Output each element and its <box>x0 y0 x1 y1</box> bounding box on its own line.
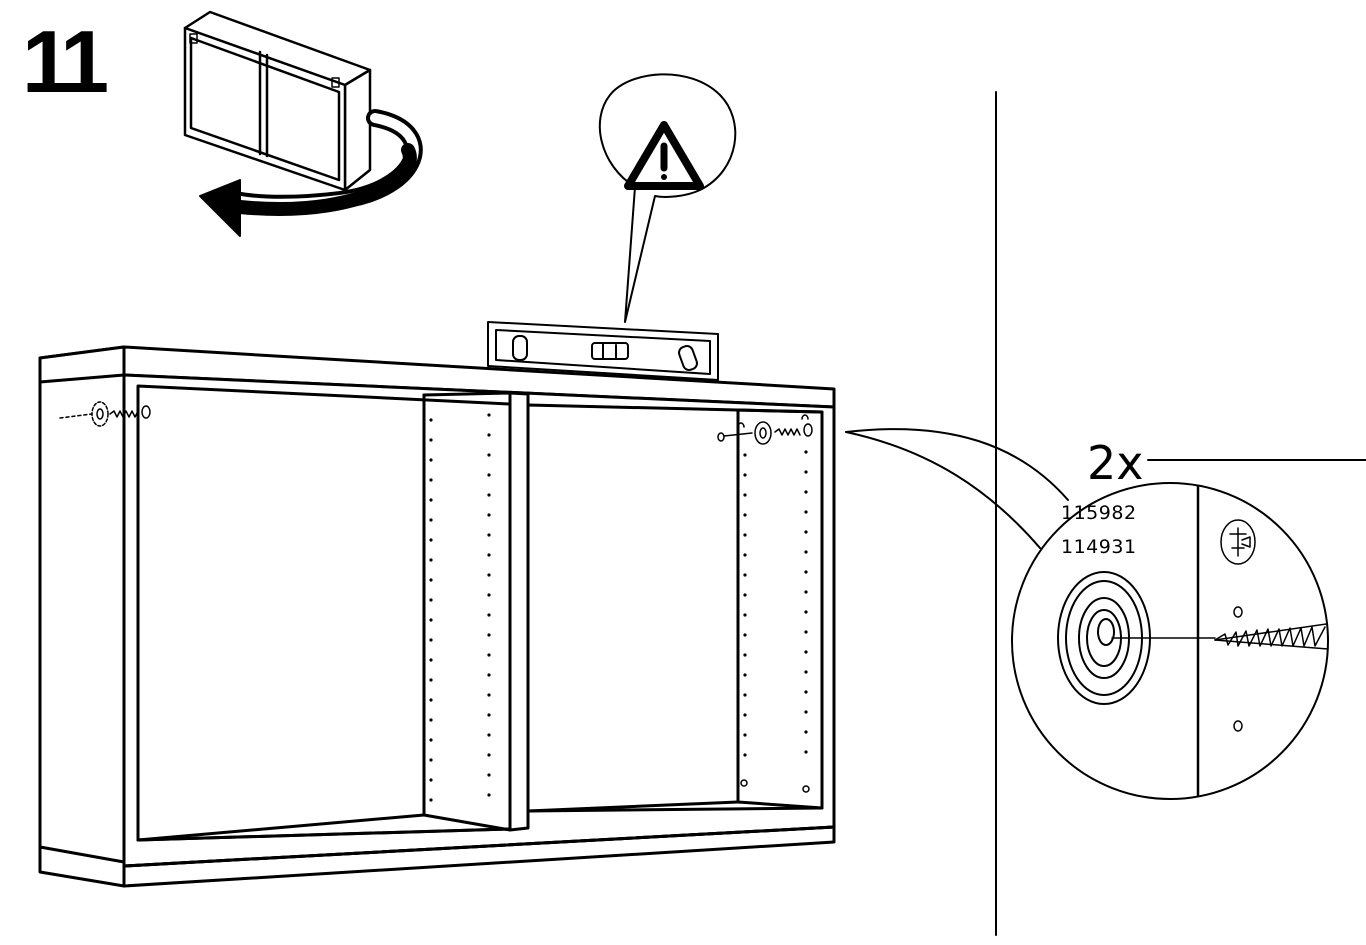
shelf-pin-hole <box>743 453 747 457</box>
shelf-pin-hole <box>429 458 433 462</box>
shelf-pin-hole <box>804 670 808 674</box>
shelf-pin-hole <box>429 578 433 582</box>
shelf-pin-hole <box>429 478 433 482</box>
shelf-pin-hole <box>487 453 491 457</box>
shelf-pin-hole <box>743 713 747 717</box>
shelf-pin-hole <box>487 473 491 477</box>
shelf-pin-hole <box>487 693 491 697</box>
shelf-pin-hole <box>429 538 433 542</box>
shelf-pin-hole <box>487 613 491 617</box>
shelf-pin-hole <box>487 533 491 537</box>
shelf-pin-hole <box>743 613 747 617</box>
shelf-pin-hole <box>487 773 491 777</box>
shelf-pin-hole <box>743 553 747 557</box>
screw-icon <box>1111 621 1328 651</box>
shelf-pin-hole <box>487 573 491 577</box>
left-wall-plug-detail <box>59 401 151 427</box>
hardware-quantity: 2x <box>1087 436 1144 490</box>
part-number-2: 114931 <box>1061 536 1137 558</box>
shelf-pin-hole <box>804 570 808 574</box>
shelf-pin-hole <box>429 798 433 802</box>
shelf-pin-hole <box>804 490 808 494</box>
shelf-pin-hole <box>804 710 808 714</box>
shelf-pin-hole <box>429 598 433 602</box>
shelf-pin-hole <box>487 513 491 517</box>
shelf-pin-hole <box>487 713 491 717</box>
shelf-pin-hole <box>743 573 747 577</box>
shelf-pin-hole <box>804 630 808 634</box>
shelf-pin-hole <box>804 470 808 474</box>
cabinet-thumbnail <box>183 10 372 192</box>
shelf-pin-hole <box>429 678 433 682</box>
shelf-pin-hole <box>429 698 433 702</box>
shelf-pin-hole <box>429 658 433 662</box>
shelf-pin-hole <box>804 590 808 594</box>
warning-triangle-icon <box>624 121 704 190</box>
shelf-pin-hole <box>429 718 433 722</box>
zoom-detail-circle <box>1011 459 1366 800</box>
shelf-pin-hole <box>743 513 747 517</box>
shelf-pin-hole <box>743 633 747 637</box>
spirit-level-icon <box>487 321 719 381</box>
shelf-pin-hole <box>804 510 808 514</box>
shelf-frame <box>38 345 836 888</box>
shelf-pin-hole <box>487 413 491 417</box>
shelf-pin-hole <box>743 533 747 537</box>
shelf-pin-hole <box>487 553 491 557</box>
shelf-pin-hole <box>429 618 433 622</box>
shelf-pin-hole <box>804 650 808 654</box>
shelf-pin-hole <box>804 530 808 534</box>
shelf-pin-hole <box>743 473 747 477</box>
shelf-pin-hole <box>429 638 433 642</box>
shelf-pin-hole <box>743 733 747 737</box>
shelf-pin-hole <box>487 433 491 437</box>
shelf-pin-hole <box>743 593 747 597</box>
shelf-pin-hole <box>487 793 491 797</box>
shelf-pin-hole <box>487 753 491 757</box>
shelf-pin-hole <box>429 518 433 522</box>
shelf-pin-hole <box>429 498 433 502</box>
shelf-pin-hole <box>487 673 491 677</box>
shelf-pin-hole <box>743 673 747 677</box>
shelf-pin-hole <box>804 730 808 734</box>
shelf-pin-hole <box>487 593 491 597</box>
shelf-pin-hole <box>487 733 491 737</box>
shelf-pin-hole <box>743 693 747 697</box>
shelf-pin-hole <box>743 753 747 757</box>
shelf-pin-hole <box>804 690 808 694</box>
right-wall-plug-detail <box>717 414 813 793</box>
warning-callout <box>598 73 737 323</box>
part-number-1: 115982 <box>1061 502 1137 524</box>
zoom-callout <box>845 428 1069 549</box>
shelf-pin-hole <box>487 633 491 637</box>
shelf-pin-hole <box>804 550 808 554</box>
rotate-arrow-icon <box>199 109 423 237</box>
shelf-pin-hole <box>487 493 491 497</box>
shelf-pin-holes <box>429 413 808 802</box>
shelf-pin-hole <box>429 778 433 782</box>
shelf-pin-hole <box>804 450 808 454</box>
shelf-pin-hole <box>429 558 433 562</box>
shelf-pin-hole <box>743 653 747 657</box>
shelf-pin-hole <box>743 493 747 497</box>
shelf-pin-hole <box>429 438 433 442</box>
cam-fitting-icon <box>1220 519 1256 565</box>
shelf-pin-hole <box>429 738 433 742</box>
step-number: 11 <box>22 12 109 111</box>
shelf-pin-hole <box>429 418 433 422</box>
shelf-pin-hole <box>804 610 808 614</box>
shelf-pin-hole <box>487 653 491 657</box>
shelf-pin-hole <box>429 758 433 762</box>
shelf-pin-hole <box>804 750 808 754</box>
